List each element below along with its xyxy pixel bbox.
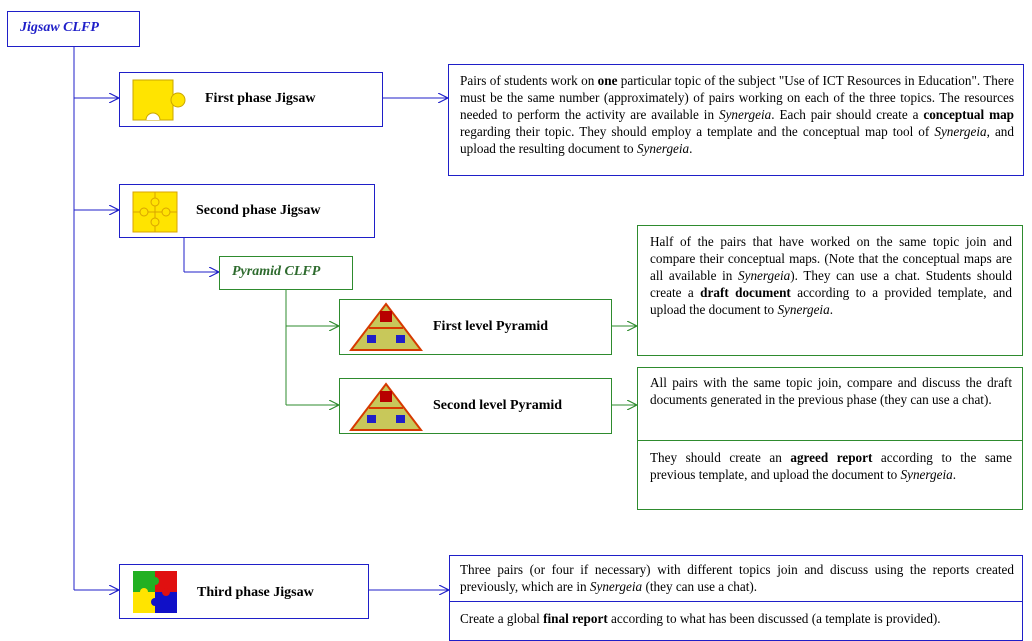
italic-text: Synergeia [934,124,987,139]
phase3-description-2: Create a global final report according t… [449,601,1023,641]
puzzle-piece-icon [132,79,186,121]
phase3-desc1-text: Three pairs (or four if necessary) with … [460,561,1014,595]
text-run: They should create an [650,450,791,465]
phase1-node: First phase Jigsaw [119,72,383,127]
emphasis-text: conceptual map [923,107,1014,122]
text-run: ). They can use a chat. Students should … [650,268,1013,300]
italic-text: Synergeia [636,141,690,156]
text-run: Pairs of students work on [460,73,598,88]
pyramid-label: Pyramid CLFP [232,264,321,279]
text-run: . Each pair should create a [771,107,924,122]
emphasis-text: agreed report [790,450,873,465]
phase3-node: Third phase Jigsaw [119,564,369,619]
pyramid-node: Pyramid CLFP [219,256,353,290]
phase1-desc-text: Pairs of students work on one particular… [460,72,1014,157]
puzzle-four-yellow-icon [132,191,178,233]
text-run: regarding their topic. They should emplo… [460,124,935,139]
italic-text: Synergeia [738,268,791,283]
level2-label: Second level Pyramid [433,398,563,413]
phase3-description-1: Three pairs (or four if necessary) with … [449,555,1023,602]
text-run: All pairs with the same topic join, comp… [650,375,1012,407]
text-run: Three pairs (or four if necessary) with … [460,562,1014,594]
level1-desc-text: Half of the pairs that have worked on th… [650,233,1012,318]
pyramid-icon [349,382,423,431]
text-run: . [829,302,833,317]
phase2-label: Second phase Jigsaw [196,203,321,218]
level2-desc1-text: All pairs with the same topic join, comp… [650,374,1012,408]
text-run: particular topic of the subject "Use of … [460,73,1014,122]
emphasis-text: one [597,73,618,88]
level1-description: Half of the pairs that have worked on th… [637,225,1023,356]
level1-label: First level Pyramid [433,319,549,334]
italic-text: Synergeia [900,467,953,482]
text-run: according to what has been discussed (a … [607,611,941,626]
phase1-label: First phase Jigsaw [205,91,316,106]
text-run: . [952,467,957,482]
level1-node: First level Pyramid [339,299,612,355]
text-run: according to the same previous template,… [650,450,1012,482]
italic-text: Synergeia [589,579,643,594]
text-run: Create a global [460,611,544,626]
root-label: Jigsaw CLFP [20,20,99,35]
level2-desc2-text: They should create an agreed report acco… [650,449,1012,483]
emphasis-text: final report [543,611,608,626]
text-run: Half of the pairs that have worked on th… [650,234,1012,283]
level2-node: Second level Pyramid [339,378,612,434]
root-node: Jigsaw CLFP [7,11,140,47]
italic-text: Synergeia [777,302,830,317]
text-run: . [689,141,693,156]
text-run: (they can use a chat). [642,579,758,594]
text-run: according to a provided template, and up… [650,285,1012,317]
phase3-desc2-text: Create a global final report according t… [460,610,1014,627]
italic-text: Synergeia [718,107,772,122]
emphasis-text: draft document [700,285,791,300]
phase2-node: Second phase Jigsaw [119,184,375,238]
level2-description-2: They should create an agreed report acco… [637,440,1023,510]
text-run: , and upload the resulting document to [460,124,1014,156]
phase3-label: Third phase Jigsaw [197,585,314,600]
phase1-description: Pairs of students work on one particular… [448,64,1024,176]
pyramid-icon [349,302,423,351]
level2-description-1: All pairs with the same topic join, comp… [637,367,1023,441]
puzzle-four-color-icon [133,571,177,613]
